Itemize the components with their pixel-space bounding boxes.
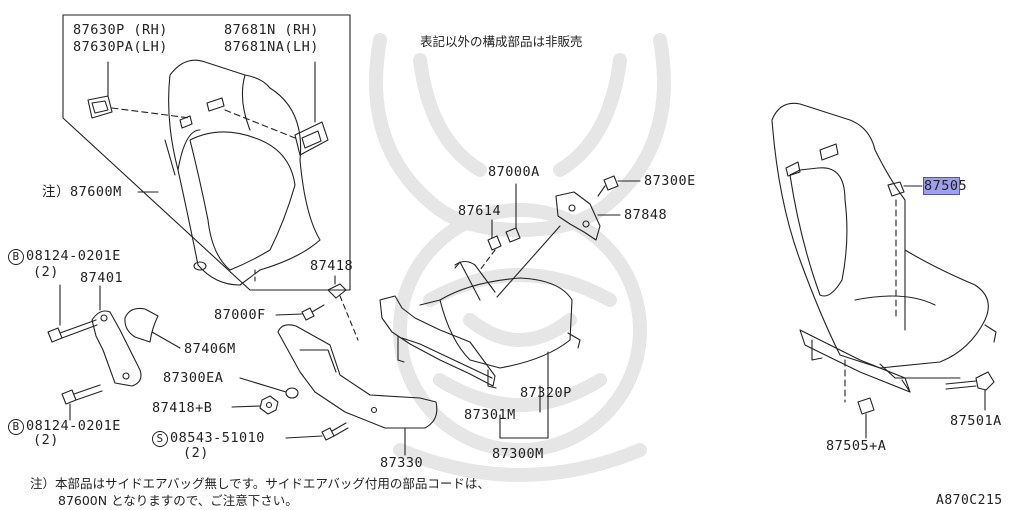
part-87300E [597, 175, 641, 197]
label-87848[interactable]: 87848 [624, 207, 668, 223]
inset-frame [62, 14, 351, 291]
label-87630P[interactable]: 87630P (RH) [73, 22, 168, 38]
footnote-line-1: 注）本部品はサイドエアバッグ無しです。サイドエアバッグ付用の部品コードは、 [30, 476, 490, 491]
bolt-symbol-icon: B [8, 249, 24, 265]
note-top: 表記以外の構成部品は非販売 [420, 34, 583, 49]
part-87848 [496, 191, 621, 298]
label-87406M[interactable]: 87406M [184, 341, 236, 357]
label-bolt-upper-qty: (2) [33, 264, 59, 280]
diagram-code: A870C215 [936, 493, 1003, 508]
label-87300M[interactable]: 87300M [492, 446, 544, 462]
label-87300E[interactable]: 87300E [644, 173, 696, 189]
label-87401[interactable]: 87401 [80, 270, 124, 286]
part-87505A [857, 397, 875, 439]
screw-08543 [285, 422, 349, 441]
part-87000F [275, 304, 325, 321]
part-87614 [479, 219, 502, 271]
part-87505 [887, 181, 923, 197]
label-87000A[interactable]: 87000A [488, 164, 540, 180]
label-screw-qty: (2) [183, 445, 209, 461]
label-87505A[interactable]: 87505+A [826, 438, 887, 454]
label-87301M[interactable]: 87301M [464, 407, 516, 423]
part-87300EA [239, 377, 299, 399]
part-87000A [505, 183, 521, 243]
label-87000F[interactable]: 87000F [214, 307, 266, 323]
seat-back-inset [164, 59, 321, 286]
label-87630PA[interactable]: 87630PA(LH) [73, 39, 168, 55]
label-87320P[interactable]: 87320P [520, 385, 572, 401]
bolt-upper-number: 08124-0201E [26, 248, 121, 264]
bolt-lower [61, 384, 103, 421]
watermark-emblem [369, 33, 671, 482]
label-87600M[interactable]: 注）87600M [42, 184, 122, 200]
label-87418[interactable]: 87418 [310, 258, 354, 274]
label-87681NA[interactable]: 87681NA(LH) [224, 39, 319, 55]
label-87300EA[interactable]: 87300EA [163, 370, 224, 386]
label-bolt-lower-qty: (2) [33, 432, 59, 448]
label-87501A[interactable]: 87501A [950, 413, 1002, 429]
part-87418 [327, 275, 347, 299]
label-87330[interactable]: 87330 [380, 455, 424, 471]
label-87505[interactable]: 87505 [923, 177, 968, 195]
seat-cushion-frame [379, 260, 581, 439]
screw-number: 08543-51010 [170, 430, 265, 446]
bolt-upper [47, 284, 98, 343]
screw-symbol-icon: S [152, 431, 168, 447]
bolt-symbol-icon: B [8, 419, 24, 435]
label-87614[interactable]: 87614 [458, 203, 502, 219]
part-87401 [91, 285, 142, 387]
label-87505-highlight: 8750 [923, 177, 960, 195]
part-87330 [277, 324, 438, 456]
label-87418B[interactable]: 87418+B [152, 400, 213, 416]
footnote-line-2: 87600N となりますので、ご注意下さい。 [58, 493, 298, 508]
seat-assembly-right [771, 102, 997, 403]
label-87681N[interactable]: 87681N (RH) [224, 22, 319, 38]
part-87501A [945, 371, 995, 411]
part-87418B [231, 395, 279, 415]
part-87630P [87, 61, 191, 119]
bolt-lower-number: 08124-0201E [26, 418, 121, 434]
part-87406M [124, 307, 181, 349]
part-87681N [224, 61, 329, 156]
label-87505-tail: 5 [958, 178, 968, 194]
